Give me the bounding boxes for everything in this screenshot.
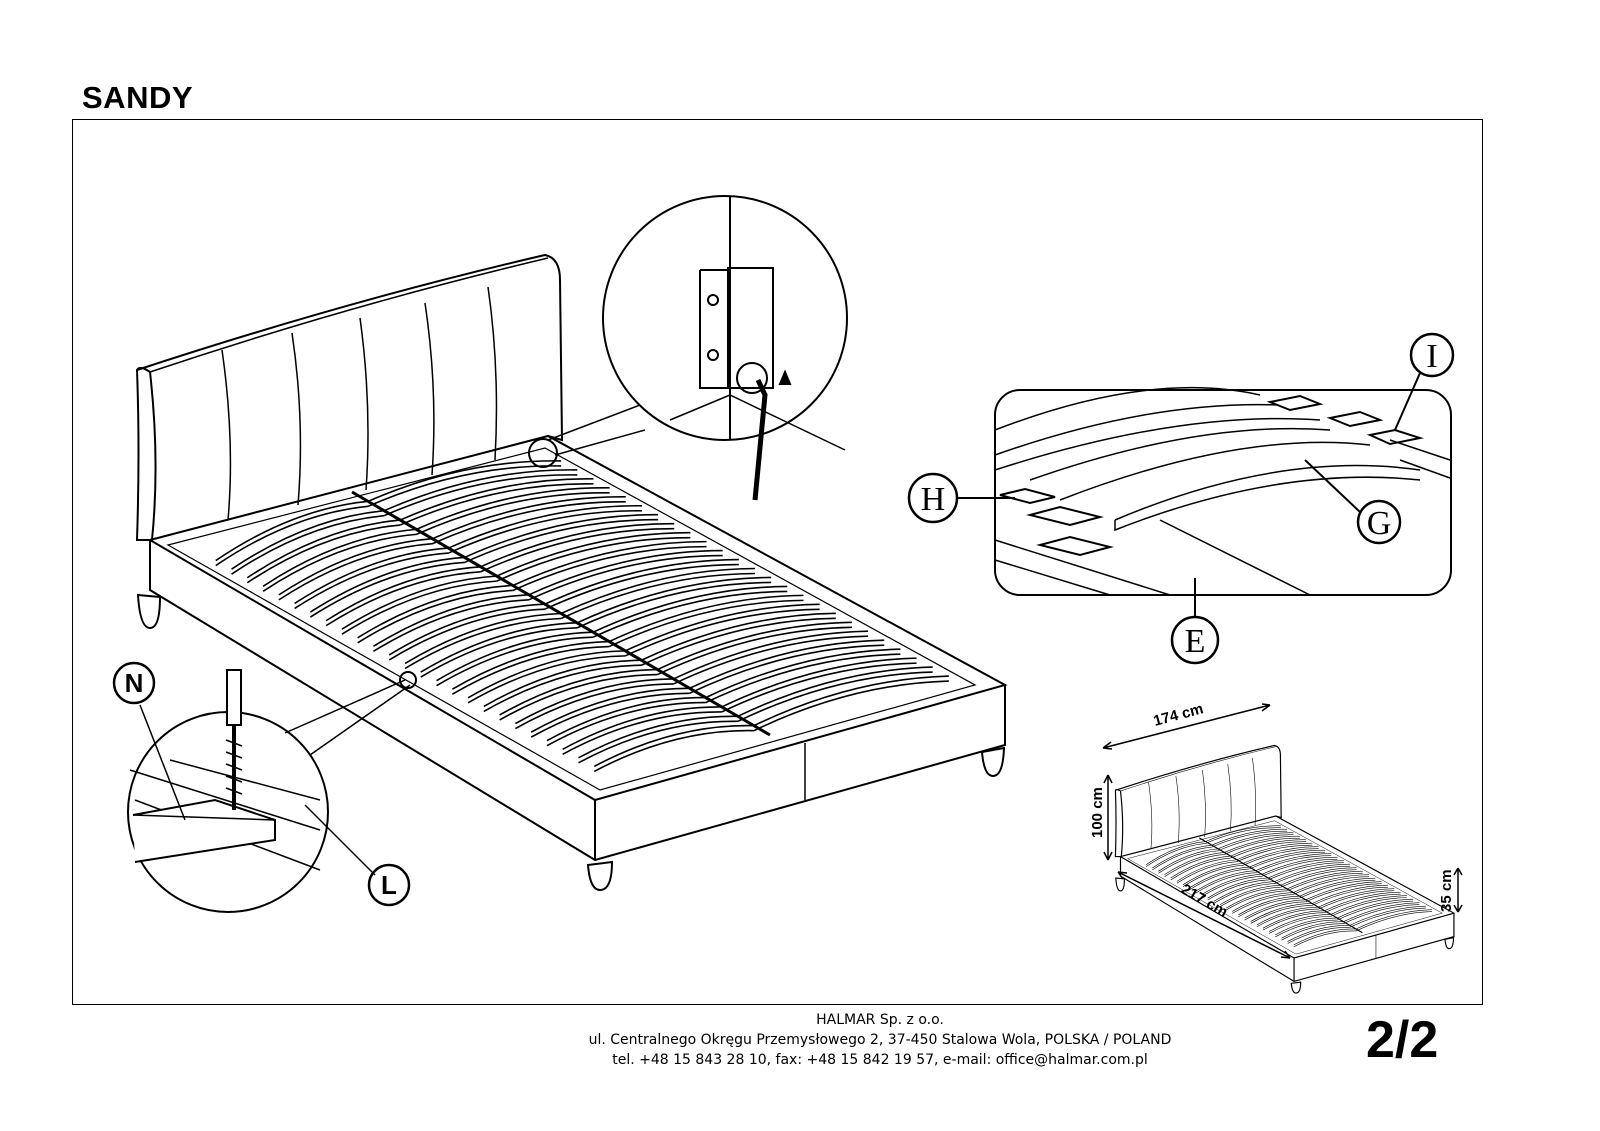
page-number: 2/2: [1366, 1011, 1439, 1069]
svg-text:H: H: [921, 481, 946, 518]
footer-contact: tel. +48 15 843 28 10, fax: +48 15 842 1…: [612, 1052, 1148, 1068]
dimension-diagram: 174 cm 100 cm 217 cm 35 cm: [1089, 700, 1463, 994]
svg-text:100 cm: 100 cm: [1089, 787, 1106, 838]
label-G: G: [1304, 459, 1402, 545]
bed-illustration: [135, 253, 1007, 892]
label-L: L: [367, 863, 411, 907]
slat-holder-detail: [994, 386, 1452, 596]
screw-detail: [127, 669, 417, 913]
svg-text:G: G: [1367, 505, 1392, 542]
svg-text:35 cm: 35 cm: [1438, 869, 1455, 912]
headboard-bracket-detail: [528, 195, 848, 501]
footer-address: ul. Centralnego Okręgu Przemysłowego 2, …: [588, 1032, 1172, 1048]
label-E: E: [1170, 578, 1220, 665]
label-H: H: [907, 472, 1015, 524]
svg-text:N: N: [125, 668, 144, 698]
footer-company: HALMAR Sp. z o.o.: [816, 1012, 944, 1028]
svg-text:L: L: [381, 870, 397, 900]
product-title: SANDY: [82, 80, 194, 115]
label-I: I: [1394, 332, 1455, 431]
svg-text:174 cm: 174 cm: [1152, 700, 1206, 730]
label-N: N: [112, 661, 156, 705]
diagram-frame: [72, 119, 1483, 1005]
svg-text:I: I: [1426, 338, 1437, 375]
svg-text:E: E: [1185, 623, 1206, 660]
footer: HALMAR Sp. z o.o. ul. Centralnego Okręgu…: [380, 1010, 1380, 1070]
